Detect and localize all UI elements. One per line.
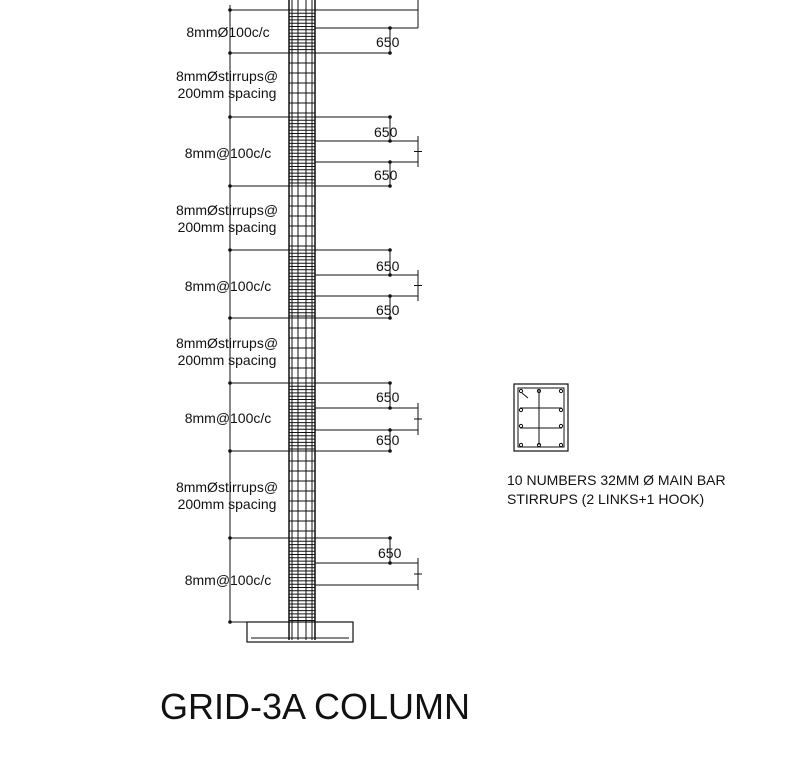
zone-label-9: 8mm@100c/c <box>184 572 272 588</box>
dimension-dot <box>388 160 392 164</box>
dimension-dot <box>228 115 232 119</box>
dimension-dot <box>228 316 232 320</box>
drawing-title: GRID-3A COLUMN <box>160 686 471 727</box>
zone-label-7: 8mm@100c/c <box>184 410 272 426</box>
dimension-dot <box>388 428 392 432</box>
dimension-dot <box>228 8 232 12</box>
dim-650: 650 <box>376 258 400 274</box>
dimension-dot <box>388 139 392 143</box>
zone-label-1: 8mmØ100c/c <box>186 24 270 40</box>
section-note: 10 NUMBERS 32MM Ø MAIN BAR STIRRUPS (2 L… <box>507 471 726 509</box>
dimension-dot <box>228 51 232 55</box>
dimension-dot <box>388 449 392 453</box>
main-bar <box>518 423 524 429</box>
dimension-dot <box>228 536 232 540</box>
dimension-dot <box>228 248 232 252</box>
column-section-outer <box>513 383 569 452</box>
dimension-dot <box>228 449 232 453</box>
dim-650: 650 <box>378 545 402 561</box>
dim-650: 650 <box>376 389 400 405</box>
dim-650: 650 <box>374 167 398 183</box>
dimension-dot <box>228 381 232 385</box>
main-bar <box>558 388 564 394</box>
main-bar <box>558 407 564 413</box>
section-note-line1: 10 NUMBERS 32MM Ø MAIN BAR <box>507 472 726 488</box>
main-bar <box>558 442 564 448</box>
dimension-dot <box>388 316 392 320</box>
dimension-dot <box>388 184 392 188</box>
zone-label-6: 8mmØstirrups@200mm spacing <box>175 335 279 368</box>
main-bar <box>558 423 564 429</box>
dimension-dot <box>388 273 392 277</box>
zone-label-2: 8mmØstirrups@200mm spacing <box>175 68 279 101</box>
dim-650: 650 <box>376 302 400 318</box>
zone-label-8: 8mmØstirrups@200mm spacing <box>175 479 279 512</box>
dimension-dot <box>388 51 392 55</box>
zone-label-3: 8mm@100c/c <box>184 145 272 161</box>
stirrup-outer <box>517 387 565 448</box>
main-bar <box>536 442 542 448</box>
dimension-dot <box>228 184 232 188</box>
footing <box>246 621 354 643</box>
main-bar <box>518 442 524 448</box>
dim-650: 650 <box>374 124 398 140</box>
main-bar <box>536 388 542 394</box>
dimension-dot <box>388 561 392 565</box>
dimension-dot <box>388 294 392 298</box>
hook <box>521 392 529 399</box>
dimension-dot <box>228 620 232 624</box>
main-bar <box>518 388 524 394</box>
dim-650: 650 <box>376 34 400 50</box>
zone-label-5: 8mm@100c/c <box>184 278 272 294</box>
zone-label-4: 8mmØstirrups@200mm spacing <box>175 202 279 235</box>
section-note-line2: STIRRUPS (2 LINKS+1 HOOK) <box>507 491 705 507</box>
main-bar <box>518 407 524 413</box>
dimension-dot <box>388 26 392 30</box>
dimension-dot <box>388 406 392 410</box>
dim-650: 650 <box>376 432 400 448</box>
